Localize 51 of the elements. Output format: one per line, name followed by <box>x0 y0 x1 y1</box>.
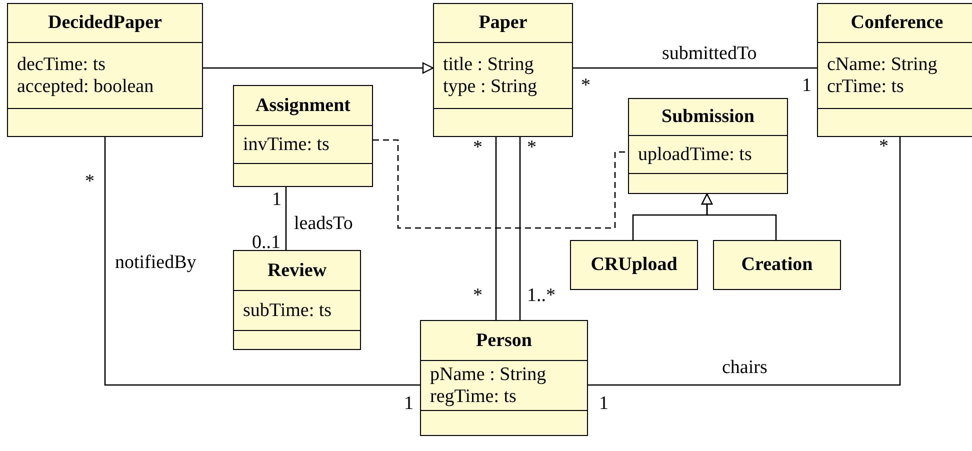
multiplicity-label: 0..1 <box>251 233 282 253</box>
class-name: Review <box>267 260 327 282</box>
class-name: Submission <box>662 106 754 128</box>
multiplicity-label: * <box>472 286 484 306</box>
class-name: Creation <box>741 254 813 276</box>
attribute-text: title : String <box>443 54 535 76</box>
attribute-text: crTime: ts <box>827 76 905 98</box>
multiplicity-label: 1..* <box>526 286 556 306</box>
class-name: Person <box>476 330 532 352</box>
association-line <box>519 137 521 320</box>
multiplicity-label: * <box>526 138 538 158</box>
attribute-text: subTime: ts <box>243 300 333 322</box>
multiplicity-label: * <box>84 172 96 192</box>
attribute-text: invTime: ts <box>243 134 330 156</box>
attribute-text: cName: String <box>827 54 938 76</box>
attribute-text: accepted: boolean <box>17 76 155 98</box>
association-line <box>588 137 901 386</box>
attribute-text: type : String <box>443 76 538 98</box>
association-line <box>573 67 817 69</box>
class-box <box>420 320 588 436</box>
class-box <box>233 85 373 187</box>
attribute-text: pName : String <box>430 364 548 386</box>
class-box <box>7 3 203 137</box>
multiplicity-label: 1 <box>598 394 610 414</box>
generalization-arrow <box>203 62 434 74</box>
class-box <box>817 3 972 137</box>
class-name: DecidedPaper <box>48 12 162 34</box>
attribute-text: decTime: ts <box>17 54 106 76</box>
class-box <box>713 240 841 290</box>
generalization-arrow <box>701 193 777 240</box>
multiplicity-label: * <box>878 137 890 157</box>
class-box <box>570 240 698 290</box>
attribute-text: uploadTime: ts <box>638 144 753 166</box>
edge-label: notifiedBy <box>113 253 198 273</box>
multiplicity-label: 1 <box>403 394 414 414</box>
class-box <box>233 250 361 350</box>
multiplicity-label: 1 <box>801 76 812 96</box>
class-name: CRUpload <box>590 254 678 276</box>
association-line <box>285 187 287 250</box>
multiplicity-label: * <box>580 76 592 96</box>
class-name: Conference <box>850 12 944 34</box>
association-line <box>104 137 420 386</box>
class-box <box>433 3 573 137</box>
class-name: Assignment <box>255 94 350 116</box>
class-name: Paper <box>478 12 528 34</box>
dashed-connector <box>373 139 628 229</box>
class-box <box>628 98 788 194</box>
association-line <box>495 137 497 320</box>
multiplicity-label: * <box>472 138 484 158</box>
attribute-text: regTime: ts <box>430 386 518 408</box>
multiplicity-label: 1 <box>271 190 282 210</box>
